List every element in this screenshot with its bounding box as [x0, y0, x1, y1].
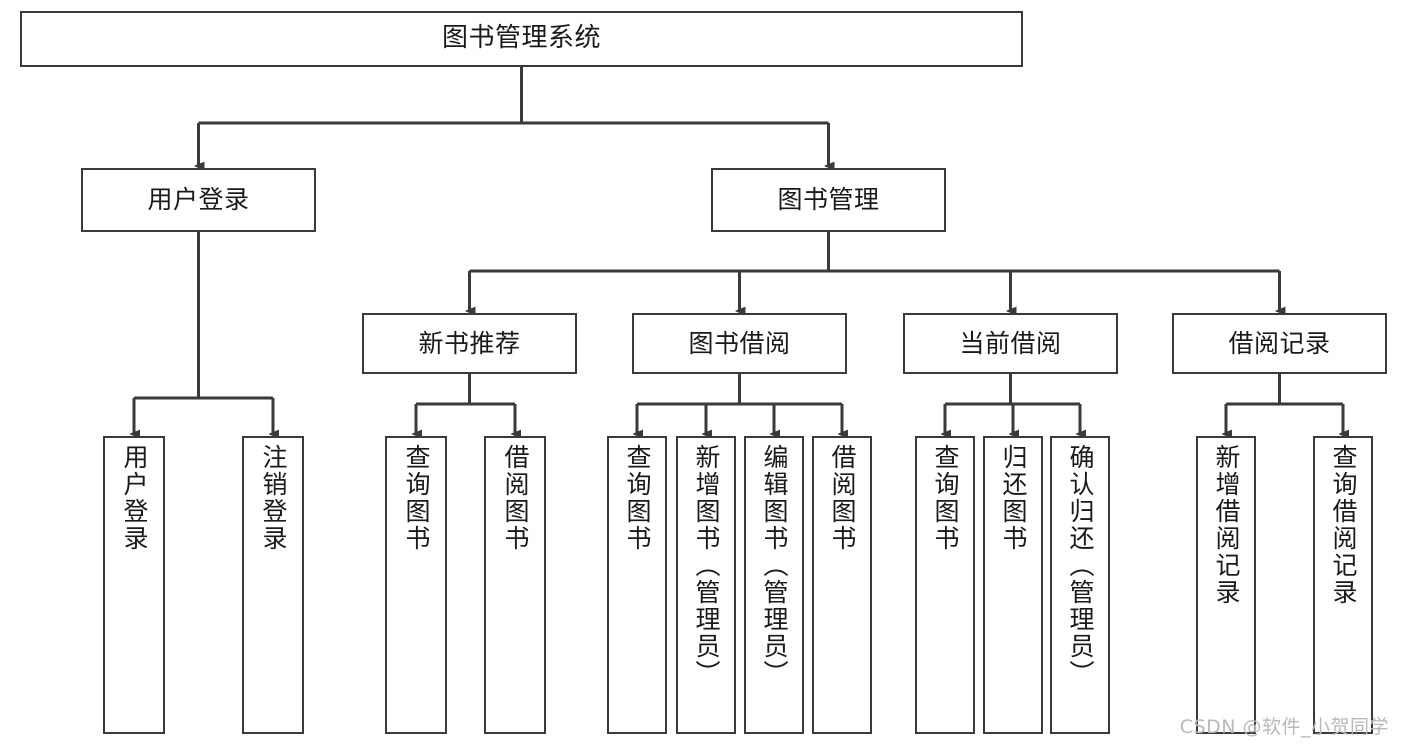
- node-label: 图书借阅: [688, 328, 791, 358]
- node-label: 图书管理: [777, 185, 880, 214]
- node-leaf-query-book-current[interactable]: 查询图书: [915, 436, 975, 734]
- node-leaf-logout[interactable]: 注销登录: [242, 436, 304, 734]
- node-label: 查询借阅记录: [1329, 444, 1358, 606]
- node-label: 当前借阅: [959, 328, 1062, 358]
- node-leaf-query-book-recommend[interactable]: 查询图书: [385, 436, 447, 734]
- node-leaf-add-book[interactable]: 新增图书（管理员）: [676, 436, 736, 734]
- node-label: 借阅记录: [1228, 328, 1331, 358]
- node-leaf-query-book-borrow[interactable]: 查询图书: [607, 436, 667, 734]
- node-borrow-record[interactable]: 借阅记录: [1172, 313, 1387, 374]
- node-current-borrow[interactable]: 当前借阅: [903, 313, 1118, 374]
- node-label: 新书推荐: [418, 328, 521, 358]
- node-leaf-borrow-book-recommend[interactable]: 借阅图书: [484, 436, 546, 734]
- node-leaf-user-login[interactable]: 用户登录: [103, 436, 165, 734]
- node-leaf-confirm-return[interactable]: 确认归还（管理员）: [1050, 436, 1110, 734]
- node-label: 查询图书: [402, 444, 431, 552]
- node-label: 确认归还（管理员）: [1066, 444, 1095, 687]
- node-label: 用户登录: [147, 185, 250, 214]
- node-book-manage[interactable]: 图书管理: [711, 168, 946, 232]
- node-book-borrow[interactable]: 图书借阅: [632, 313, 847, 374]
- node-leaf-return-book[interactable]: 归还图书: [983, 436, 1043, 734]
- watermark: CSDN @软件_小贺同学: [1179, 716, 1389, 738]
- node-label: 编辑图书（管理员）: [760, 444, 789, 687]
- node-root[interactable]: 图书管理系统: [20, 11, 1023, 67]
- node-label: 查询图书: [623, 444, 652, 552]
- node-new-book-recommend[interactable]: 新书推荐: [362, 313, 577, 374]
- node-leaf-edit-book[interactable]: 编辑图书（管理员）: [744, 436, 804, 734]
- node-label: 注销登录: [259, 444, 288, 552]
- node-leaf-query-borrow-record[interactable]: 查询借阅记录: [1313, 436, 1373, 734]
- node-label: 新增图书（管理员）: [692, 444, 721, 687]
- node-label: 借阅图书: [828, 444, 857, 552]
- node-label: 新增借阅记录: [1212, 444, 1241, 606]
- node-label: 归还图书: [999, 444, 1028, 552]
- node-leaf-add-borrow-record[interactable]: 新增借阅记录: [1196, 436, 1256, 734]
- node-user-login[interactable]: 用户登录: [81, 168, 316, 232]
- node-label: 查询图书: [931, 444, 960, 552]
- node-leaf-borrow-book[interactable]: 借阅图书: [812, 436, 872, 734]
- node-label: 图书管理系统: [441, 23, 601, 54]
- node-label: 用户登录: [120, 444, 149, 552]
- node-label: 借阅图书: [501, 444, 530, 552]
